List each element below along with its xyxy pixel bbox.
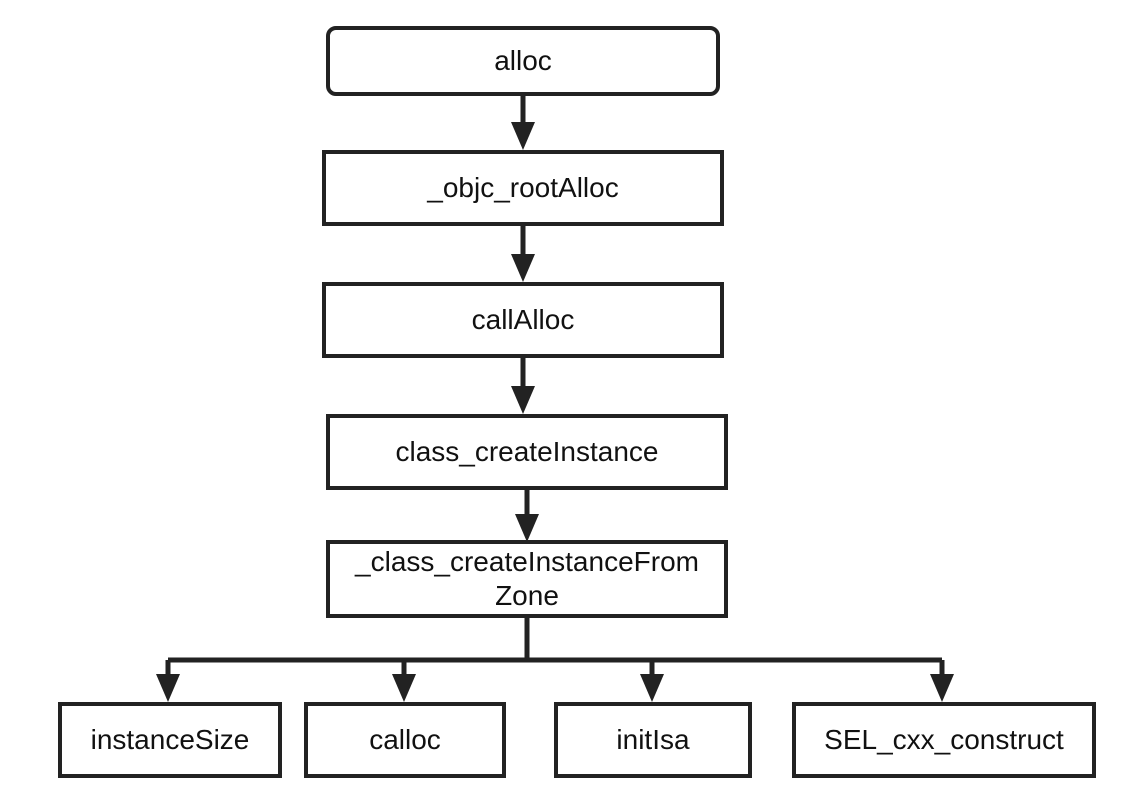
node-class-createinstancefromzone: _class_createInstanceFrom Zone bbox=[326, 540, 728, 618]
node-objc-rootalloc-label: _objc_rootAlloc bbox=[427, 172, 619, 204]
arrowhead-initisa bbox=[640, 674, 664, 702]
arrowhead-callalloc bbox=[511, 254, 535, 282]
arrowhead-instancesize bbox=[156, 674, 180, 702]
node-sel-cxx-construct-label: SEL_cxx_construct bbox=[824, 724, 1064, 756]
node-initisa: initIsa bbox=[554, 702, 752, 778]
arrowhead-class-createinstance bbox=[511, 386, 535, 414]
node-calloc-label: calloc bbox=[369, 724, 441, 756]
node-objc-rootalloc: _objc_rootAlloc bbox=[322, 150, 724, 226]
arrowhead-objc-rootalloc bbox=[511, 122, 535, 150]
node-alloc-label: alloc bbox=[494, 45, 552, 77]
node-class-createinstance: class_createInstance bbox=[326, 414, 728, 490]
arrowhead-fromzone bbox=[515, 514, 539, 542]
node-callalloc: callAlloc bbox=[322, 282, 724, 358]
node-initisa-label: initIsa bbox=[616, 724, 690, 756]
node-callalloc-label: callAlloc bbox=[471, 304, 575, 336]
node-instancesize-label: instanceSize bbox=[90, 724, 250, 756]
node-sel-cxx-construct: SEL_cxx_construct bbox=[792, 702, 1096, 778]
arrowhead-calloc bbox=[392, 674, 416, 702]
node-class-createinstancefromzone-label: _class_createInstanceFrom Zone bbox=[355, 546, 699, 611]
arrowhead-sel-cxx-construct bbox=[930, 674, 954, 702]
node-alloc: alloc bbox=[326, 26, 720, 96]
node-calloc: calloc bbox=[304, 702, 506, 778]
node-class-createinstance-label: class_createInstance bbox=[395, 436, 659, 468]
node-instancesize: instanceSize bbox=[58, 702, 282, 778]
